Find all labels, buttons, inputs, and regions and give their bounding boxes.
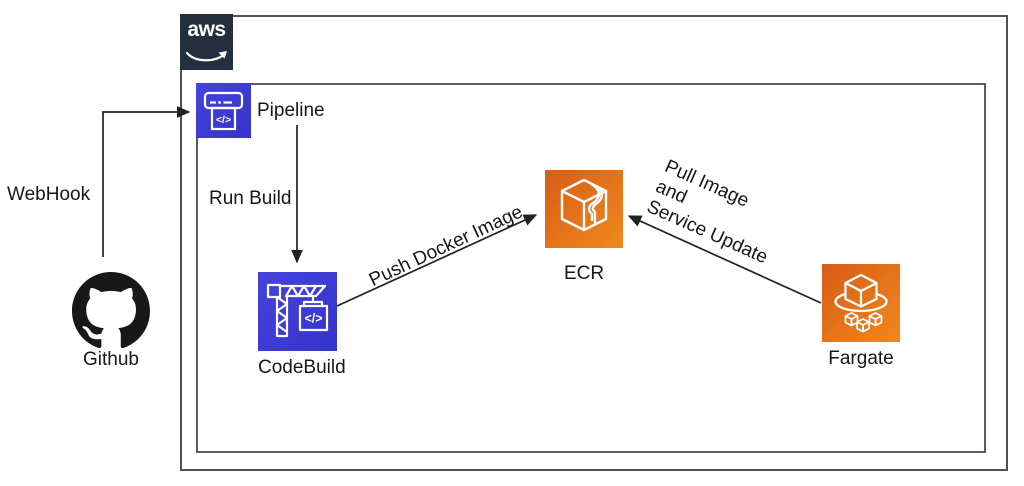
fargate-label: Fargate xyxy=(828,348,894,369)
github-icon xyxy=(72,272,150,349)
run-build-edge-label: Run Build xyxy=(209,188,292,209)
webhook-arrow xyxy=(102,106,191,257)
github-label: Github xyxy=(83,349,139,370)
ecr-label: ECR xyxy=(563,263,605,284)
webhook-edge-label: WebHook xyxy=(7,184,91,205)
codepipeline-icon: </> xyxy=(196,83,251,138)
codebuild-icon: </> xyxy=(258,272,337,351)
pipeline-group-boundary-box xyxy=(196,83,986,453)
aws-logo-text: aws xyxy=(187,18,226,41)
aws-logo-badge: aws xyxy=(180,14,233,70)
ecr-icon xyxy=(545,170,623,248)
codebuild-code-glyph: </> xyxy=(304,312,322,326)
codebuild-label: CodeBuild xyxy=(258,357,346,378)
pipeline-label: Pipeline xyxy=(257,100,325,121)
pipeline-code-glyph: </> xyxy=(216,114,231,126)
aws-smile-icon xyxy=(185,51,227,62)
fargate-icon xyxy=(822,264,900,342)
